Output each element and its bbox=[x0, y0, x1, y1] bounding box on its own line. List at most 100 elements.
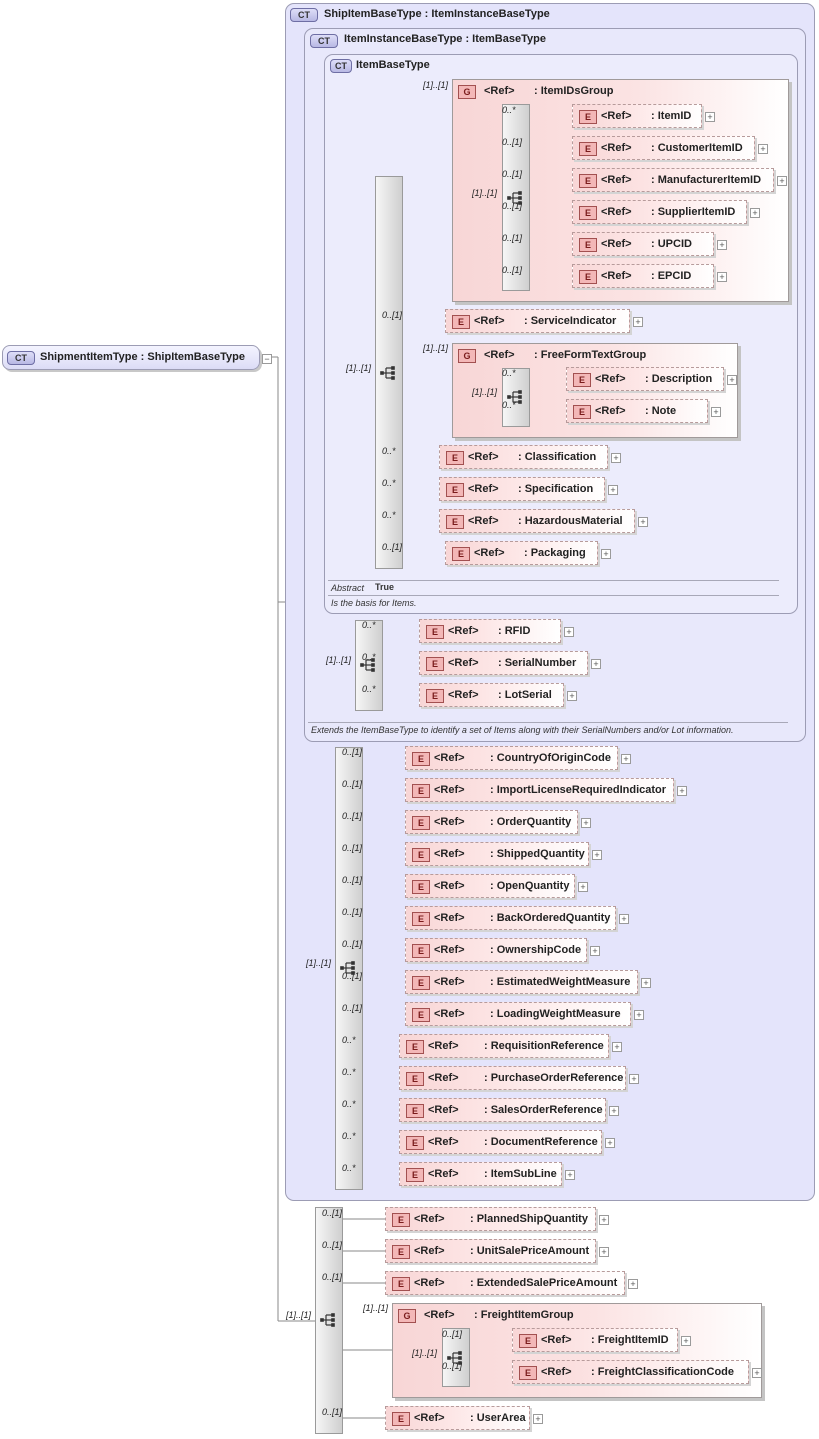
expand-icon[interactable]: + bbox=[727, 375, 737, 385]
expand-icon[interactable]: + bbox=[611, 453, 621, 463]
expand-icon[interactable]: + bbox=[608, 485, 618, 495]
element-hazardousmaterial[interactable]: E<Ref>: HazardousMaterial bbox=[439, 509, 635, 533]
element-name: : ServiceIndicator bbox=[524, 315, 617, 327]
collapse-icon[interactable]: − bbox=[262, 354, 272, 364]
element-itemid[interactable]: E<Ref>: ItemID bbox=[572, 104, 702, 128]
expand-icon[interactable]: + bbox=[633, 317, 643, 327]
expand-icon[interactable]: + bbox=[612, 1042, 622, 1052]
element-upcid[interactable]: E<Ref>: UPCID bbox=[572, 232, 714, 256]
expand-icon[interactable]: + bbox=[590, 946, 600, 956]
element-backorderedquantity[interactable]: E<Ref>: BackOrderedQuantity bbox=[405, 906, 616, 930]
element-specification[interactable]: E<Ref>: Specification bbox=[439, 477, 605, 501]
element-userarea[interactable]: E<Ref>: UserArea bbox=[385, 1406, 530, 1430]
expand-icon[interactable]: + bbox=[601, 549, 611, 559]
cardinality-itemsubline: 0..* bbox=[342, 1163, 356, 1173]
expand-icon[interactable]: + bbox=[605, 1138, 615, 1148]
element-name: : OwnershipCode bbox=[490, 944, 582, 956]
ref-label: <Ref> bbox=[484, 85, 515, 97]
expand-icon[interactable]: + bbox=[752, 1368, 762, 1378]
element-epcid[interactable]: E<Ref>: EPCID bbox=[572, 264, 714, 288]
expand-icon[interactable]: + bbox=[750, 208, 760, 218]
expand-icon[interactable]: + bbox=[681, 1336, 691, 1346]
cardinality-orderquantity: 0..[1] bbox=[342, 811, 363, 821]
root-complex-type[interactable] bbox=[2, 345, 260, 370]
expand-icon[interactable]: + bbox=[621, 754, 631, 764]
cardinality-purchaseorderreference: 0..* bbox=[342, 1067, 356, 1077]
element-manufactureritemid[interactable]: E<Ref>: ManufacturerItemID bbox=[572, 168, 774, 192]
expand-icon[interactable]: + bbox=[634, 1010, 644, 1020]
element-serialnumber[interactable]: E<Ref>: SerialNumber bbox=[419, 651, 588, 675]
ref-label: <Ref> bbox=[601, 174, 632, 186]
expand-icon[interactable]: + bbox=[777, 176, 787, 186]
expand-icon[interactable]: + bbox=[705, 112, 715, 122]
element-freightitemid[interactable]: E<Ref>: FreightItemID bbox=[512, 1328, 678, 1352]
element-lotserial[interactable]: E<Ref>: LotSerial bbox=[419, 683, 564, 707]
expand-icon[interactable]: + bbox=[677, 786, 687, 796]
expand-icon[interactable]: + bbox=[717, 240, 727, 250]
element-estimatedweightmeasure[interactable]: E<Ref>: EstimatedWeightMeasure bbox=[405, 970, 638, 994]
element-ownershipcode[interactable]: E<Ref>: OwnershipCode bbox=[405, 938, 587, 962]
expand-icon[interactable]: + bbox=[564, 627, 574, 637]
element-extendedsalepriceamount[interactable]: E<Ref>: ExtendedSalePriceAmount bbox=[385, 1271, 625, 1295]
expand-icon[interactable]: + bbox=[638, 517, 648, 527]
element-rfid[interactable]: E<Ref>: RFID bbox=[419, 619, 561, 643]
element-loadingweightmeasure[interactable]: E<Ref>: LoadingWeightMeasure bbox=[405, 1002, 631, 1026]
element-countryoforigincode[interactable]: E<Ref>: CountryOfOriginCode bbox=[405, 746, 618, 770]
element-salesorderreference[interactable]: E<Ref>: SalesOrderReference bbox=[399, 1098, 606, 1122]
expand-icon[interactable]: + bbox=[599, 1247, 609, 1257]
element-itemsubline[interactable]: E<Ref>: ItemSubLine bbox=[399, 1162, 562, 1186]
element-shippedquantity[interactable]: E<Ref>: ShippedQuantity bbox=[405, 842, 589, 866]
element-serviceindicator[interactable]: E<Ref>: ServiceIndicator bbox=[445, 309, 630, 333]
expand-icon[interactable]: + bbox=[711, 407, 721, 417]
ref-label: <Ref> bbox=[541, 1334, 572, 1346]
element-icon: E bbox=[452, 315, 470, 329]
element-purchaseorderreference[interactable]: E<Ref>: PurchaseOrderReference bbox=[399, 1066, 626, 1090]
expand-icon[interactable]: + bbox=[641, 978, 651, 988]
element-importlicenserequiredindicator[interactable]: E<Ref>: ImportLicenseRequiredIndicator bbox=[405, 778, 674, 802]
ref-label: <Ref> bbox=[474, 547, 505, 559]
expand-icon[interactable]: + bbox=[717, 272, 727, 282]
group-name-freeformtextgroup: : FreeFormTextGroup bbox=[534, 349, 647, 361]
expand-icon[interactable]: + bbox=[592, 850, 602, 860]
element-unitsalepriceamount[interactable]: E<Ref>: UnitSalePriceAmount bbox=[385, 1239, 596, 1263]
element-icon: E bbox=[392, 1277, 410, 1291]
group-name-itemidsgroup: : ItemIDsGroup bbox=[534, 85, 614, 97]
expand-icon[interactable]: + bbox=[567, 691, 577, 701]
ref-label: <Ref> bbox=[428, 1168, 459, 1180]
element-name: : UserArea bbox=[470, 1412, 526, 1424]
expand-icon[interactable]: + bbox=[599, 1215, 609, 1225]
cardinality-specification: 0..* bbox=[382, 478, 396, 488]
element-name: : CountryOfOriginCode bbox=[490, 752, 611, 764]
expand-icon[interactable]: + bbox=[629, 1074, 639, 1084]
expand-icon[interactable]: + bbox=[578, 882, 588, 892]
ref-label: <Ref> bbox=[428, 1040, 459, 1052]
expand-icon[interactable]: + bbox=[758, 144, 768, 154]
element-requisitionreference[interactable]: E<Ref>: RequisitionReference bbox=[399, 1034, 609, 1058]
element-packaging[interactable]: E<Ref>: Packaging bbox=[445, 541, 598, 565]
element-orderquantity[interactable]: E<Ref>: OrderQuantity bbox=[405, 810, 578, 834]
element-description[interactable]: E<Ref>: Description bbox=[566, 367, 724, 391]
expand-icon[interactable]: + bbox=[591, 659, 601, 669]
expand-icon[interactable]: + bbox=[533, 1414, 543, 1424]
expand-icon[interactable]: + bbox=[581, 818, 591, 828]
element-freightclassificationcode[interactable]: E<Ref>: FreightClassificationCode bbox=[512, 1360, 749, 1384]
expand-icon[interactable]: + bbox=[565, 1170, 575, 1180]
expand-icon[interactable]: + bbox=[628, 1279, 638, 1289]
element-icon: E bbox=[412, 848, 430, 862]
element-documentreference[interactable]: E<Ref>: DocumentReference bbox=[399, 1130, 602, 1154]
expand-icon[interactable]: + bbox=[619, 914, 629, 924]
cardinality-unitsalepriceamount: 0..[1] bbox=[322, 1240, 343, 1250]
element-icon: E bbox=[406, 1072, 424, 1086]
element-icon: E bbox=[412, 880, 430, 894]
element-supplieritemid[interactable]: E<Ref>: SupplierItemID bbox=[572, 200, 747, 224]
element-name: : Note bbox=[645, 405, 677, 417]
cardinality-userarea: 0..[1] bbox=[322, 1407, 343, 1417]
separator bbox=[328, 580, 779, 581]
cardinality-estimatedweightmeasure: 0..[1] bbox=[342, 971, 363, 981]
expand-icon[interactable]: + bbox=[609, 1106, 619, 1116]
element-classification[interactable]: E<Ref>: Classification bbox=[439, 445, 608, 469]
element-note[interactable]: E<Ref>: Note bbox=[566, 399, 708, 423]
element-openquantity[interactable]: E<Ref>: OpenQuantity bbox=[405, 874, 575, 898]
element-plannedshipquantity[interactable]: E<Ref>: PlannedShipQuantity bbox=[385, 1207, 596, 1231]
element-customeritemid[interactable]: E<Ref>: CustomerItemID bbox=[572, 136, 755, 160]
